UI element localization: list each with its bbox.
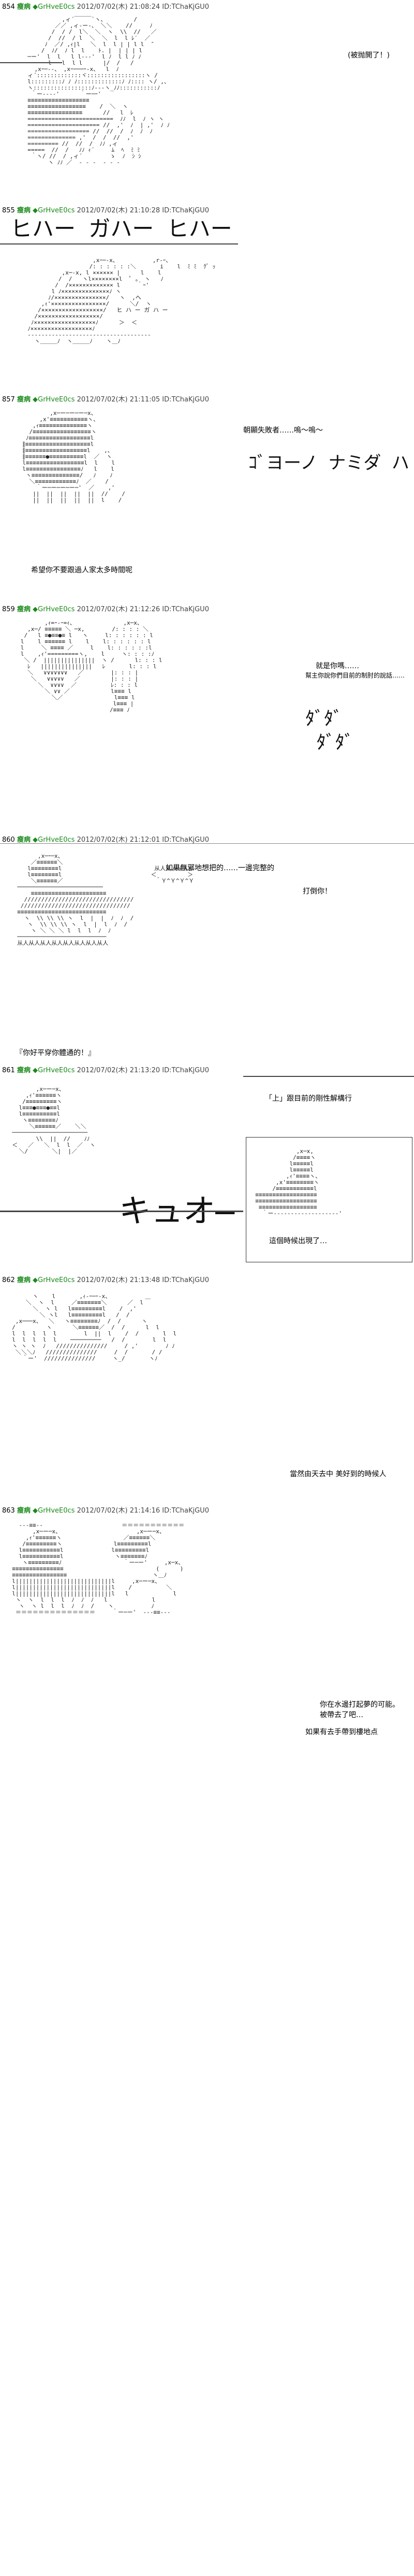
divider [243, 1076, 414, 1077]
post-862: 862 瘦病 ◆GrHveE0cs 2012/07/02(木) 21:13:48… [0, 1274, 414, 1502]
post-header: 861 瘦病 ◆GrHveE0cs 2012/07/02(木) 21:13:20… [2, 1067, 209, 1074]
dialogue-line: 這個時候出現了… [269, 1237, 327, 1245]
post-header: 855 瘦病 ◆GrHveE0cs 2012/07/02(木) 21:10:28… [2, 207, 209, 214]
ascii-art-figure: ,xｰ─-x、 ,r‐ｰ、 /: : : : : :＼ i l ﾐ ﾐ ｸﾞ ｯ… [27, 257, 216, 344]
ascii-art-figure: ‐‐‐≡≡‐‐ ＝＝＝＝＝＝＝＝＝＝＝ ,x─ー─x、 ,x─ー─x、 ,ｨ'≡… [12, 1522, 185, 1616]
sound-effect-text: ｺﾞヨーノ ナミダ ハ [248, 453, 409, 473]
dialogue-line: 如果有去手帶到樓地点 [305, 1728, 378, 1736]
dialogue-line: (被抛開了！) [348, 51, 390, 60]
dialogue-line: 幫主你說你們目前的制肘的說話…… [305, 672, 405, 679]
dialogue-line: 就是你嗎…… [316, 662, 359, 670]
post-857: 857 瘦病 ◆GrHveE0cs 2012/07/02(木) 21:11:05… [0, 394, 414, 601]
ascii-art-figure: ,x─ｰ─x、 ／≡≡≡≡≡≡＼ l≡≡≡≡≡≡≡≡l 从人从人从人从 l≡≡≡… [17, 853, 195, 946]
ascii-art-figure: ,x─x, /≡≡≡≡ヽ l≡≡≡≡≡l l≡≡≡≡≡l ,ｨ'≡≡≡≡ヽ、 ,… [255, 1148, 342, 1217]
post-860: 860 瘦病 ◆GrHveE0cs 2012/07/02(木) 21:12:01… [0, 834, 414, 1062]
post-header: 860 瘦病 ◆GrHveE0cs 2012/07/02(木) 21:12:01… [2, 836, 209, 844]
dialogue-line: 朝顯失敗者……嗚～嗚～ [243, 426, 323, 435]
post-header: 859 瘦病 ◆GrHveE0cs 2012/07/02(木) 21:12:26… [2, 606, 209, 613]
ascii-art-figure: ,x─ー─ー─ー─x、 ,x'≡≡≡≡≡≡≡≡≡≡≡ヽ、 ,ｨ≡≡≡≡≡≡≡≡≡… [22, 410, 125, 503]
post-header: 854 瘦病 ◆GrHveE0cs 2012/07/02(木) 21:08:24… [2, 3, 209, 11]
ascii-art-figure: ,ィ´￣￣￣`ヽ、 / ／／ ,ィ-ー-、 ＼＼ // ﾉ / / / l＼ ＼… [27, 16, 170, 166]
post-header: 863 瘦病 ◆GrHveE0cs 2012/07/02(木) 21:14:16… [2, 1507, 209, 1515]
poster-name[interactable]: 瘦病 [17, 1067, 31, 1074]
dialogue-line: 你在水邊打起夢的可能。 [320, 1701, 400, 1709]
post-855: 855 瘦病 ◆GrHveE0cs 2012/07/02(木) 21:10:28… [0, 205, 414, 391]
post-863: 863 瘦病 ◆GrHveE0cs 2012/07/02(木) 21:14:16… [0, 1505, 414, 2576]
poster-name[interactable]: 瘦病 [17, 836, 31, 844]
post-859: 859 瘦病 ◆GrHveE0cs 2012/07/02(木) 21:12:26… [0, 603, 414, 831]
poster-name[interactable]: 瘦病 [17, 1507, 31, 1515]
ascii-art-figure: ヽ l ,ｨ‐ｰ─ｰ‐x、 ＿ ＼ ヽ l ／≡≡≡≡≡≡≡＼ ／ l ＼ ヽ … [12, 1293, 177, 1362]
poster-name[interactable]: 瘦病 [17, 207, 31, 214]
sound-effect-text: ﾀﾞﾀﾞ ﾀﾞﾀﾞ [305, 708, 354, 753]
dialogue-line: 希望你不要跟過人家太多時間呢 [31, 566, 132, 574]
ascii-art-figure: ,ｨ=ｰ-ｰ=ｨ、 ,x─x、 ,x─/ ≡≡≡≡≡ ＼ ─x, /: : : … [20, 620, 162, 713]
sound-effect-text: ヒハー ガハー ヒハー [10, 216, 232, 241]
dialogue-line: 被帶去了吧… [320, 1711, 363, 1719]
dialogue-line: 打倒你！ [303, 887, 332, 896]
post-header: 857 瘦病 ◆GrHveE0cs 2012/07/02(木) 21:11:05… [2, 396, 209, 404]
dialogue-line: 當然由天去中 美好到的時候人 [290, 1470, 387, 1478]
post-861: 861 瘦病 ◆GrHveE0cs 2012/07/02(木) 21:13:20… [0, 1064, 414, 1272]
inset-panel [246, 1137, 412, 1262]
ascii-art-figure: ,x─ー─x、 ,ｨ'≡≡≡≡≡≡ヽ /≡≡≡≡≡≡≡≡≡ヽ l≡≡≡●≡≡≡●… [12, 1086, 96, 1155]
poster-name[interactable]: 瘦病 [17, 3, 31, 11]
poster-name[interactable]: 瘦病 [17, 396, 31, 404]
divider [0, 243, 238, 244]
dialogue-line: 『你好平穿你體通的！』 [16, 1049, 95, 1057]
post-854: 854 瘦病 ◆GrHveE0cs 2012/07/02(木) 21:08:24… [0, 0, 414, 202]
poster-name[interactable]: 瘦病 [17, 1276, 31, 1284]
poster-name[interactable]: 瘦病 [17, 606, 31, 613]
post-header: 862 瘦病 ◆GrHveE0cs 2012/07/02(木) 21:13:48… [2, 1276, 209, 1284]
dialogue-line: 「上」跟目前的剛性解構行 [265, 1095, 352, 1103]
dialogue-line: 如果無邪地想把的……一邊完整的 [166, 864, 274, 872]
divider [0, 1211, 243, 1212]
divider [0, 62, 62, 63]
divider [0, 843, 414, 844]
